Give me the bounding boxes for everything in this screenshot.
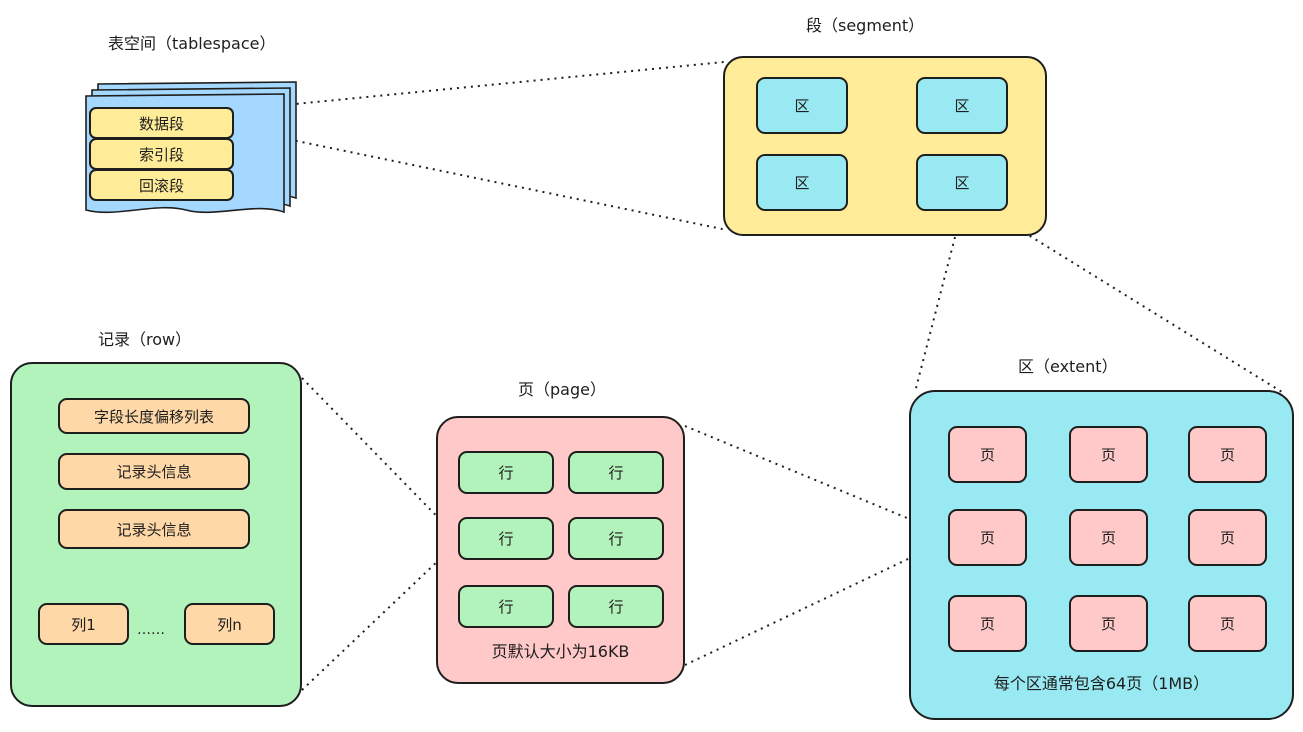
extent-page-cell: 页 xyxy=(1188,426,1267,483)
tablespace-title: 表空间（tablespace） xyxy=(108,34,276,53)
record-title: 记录（row） xyxy=(98,330,192,349)
page-row-cell: 行 xyxy=(568,517,664,560)
record-column-last: 列n xyxy=(184,603,275,645)
page-row-cell: 行 xyxy=(568,451,664,494)
extent-size-note: 每个区通常包含64页（1MB） xyxy=(993,674,1210,693)
page-size-note: 页默认大小为16KB xyxy=(491,642,630,661)
page-row-cell: 行 xyxy=(458,517,554,560)
tablespace-segment-rollback: 回滚段 xyxy=(89,169,234,201)
record-columns-ellipsis: …… xyxy=(137,622,165,638)
connector-record-page-top xyxy=(301,377,461,541)
connector-tablespace-segment-bottom xyxy=(233,127,728,231)
segment-title: 段（segment） xyxy=(806,16,925,35)
connector-record-page-bottom xyxy=(301,539,461,691)
page-row-cell: 行 xyxy=(458,585,554,628)
extent-page-cell: 页 xyxy=(1069,426,1148,483)
extent-page-cell: 页 xyxy=(1188,595,1267,652)
connector-segment-extent-right xyxy=(987,209,1283,393)
record-header-info: 记录头信息 xyxy=(58,509,250,549)
page-title: 页（page） xyxy=(518,380,606,399)
connector-segment-extent-left xyxy=(914,209,963,393)
tablespace-segment-data: 数据段 xyxy=(89,107,234,139)
tablespace-segment-index: 索引段 xyxy=(89,138,234,170)
connector-tablespace-segment-top xyxy=(233,61,725,111)
extent-page-cell: 页 xyxy=(948,595,1027,652)
segment-extent-cell: 区 xyxy=(756,77,848,134)
record-field-offset-list: 字段长度偏移列表 xyxy=(58,398,250,434)
page-row-cell: 行 xyxy=(568,585,664,628)
extent-page-cell: 页 xyxy=(1069,595,1148,652)
segment-extent-cell: 区 xyxy=(916,77,1008,134)
segment-extent-cell: 区 xyxy=(916,154,1008,211)
segment-extent-cell: 区 xyxy=(756,154,848,211)
extent-page-cell: 页 xyxy=(1069,509,1148,566)
page-row-cell: 行 xyxy=(458,451,554,494)
extent-page-cell: 页 xyxy=(948,509,1027,566)
extent-page-cell: 页 xyxy=(1188,509,1267,566)
record-column-first: 列1 xyxy=(38,603,129,645)
record-header-info: 记录头信息 xyxy=(58,453,250,490)
extent-page-cell: 页 xyxy=(948,426,1027,483)
extent-title: 区（extent） xyxy=(1018,357,1118,376)
